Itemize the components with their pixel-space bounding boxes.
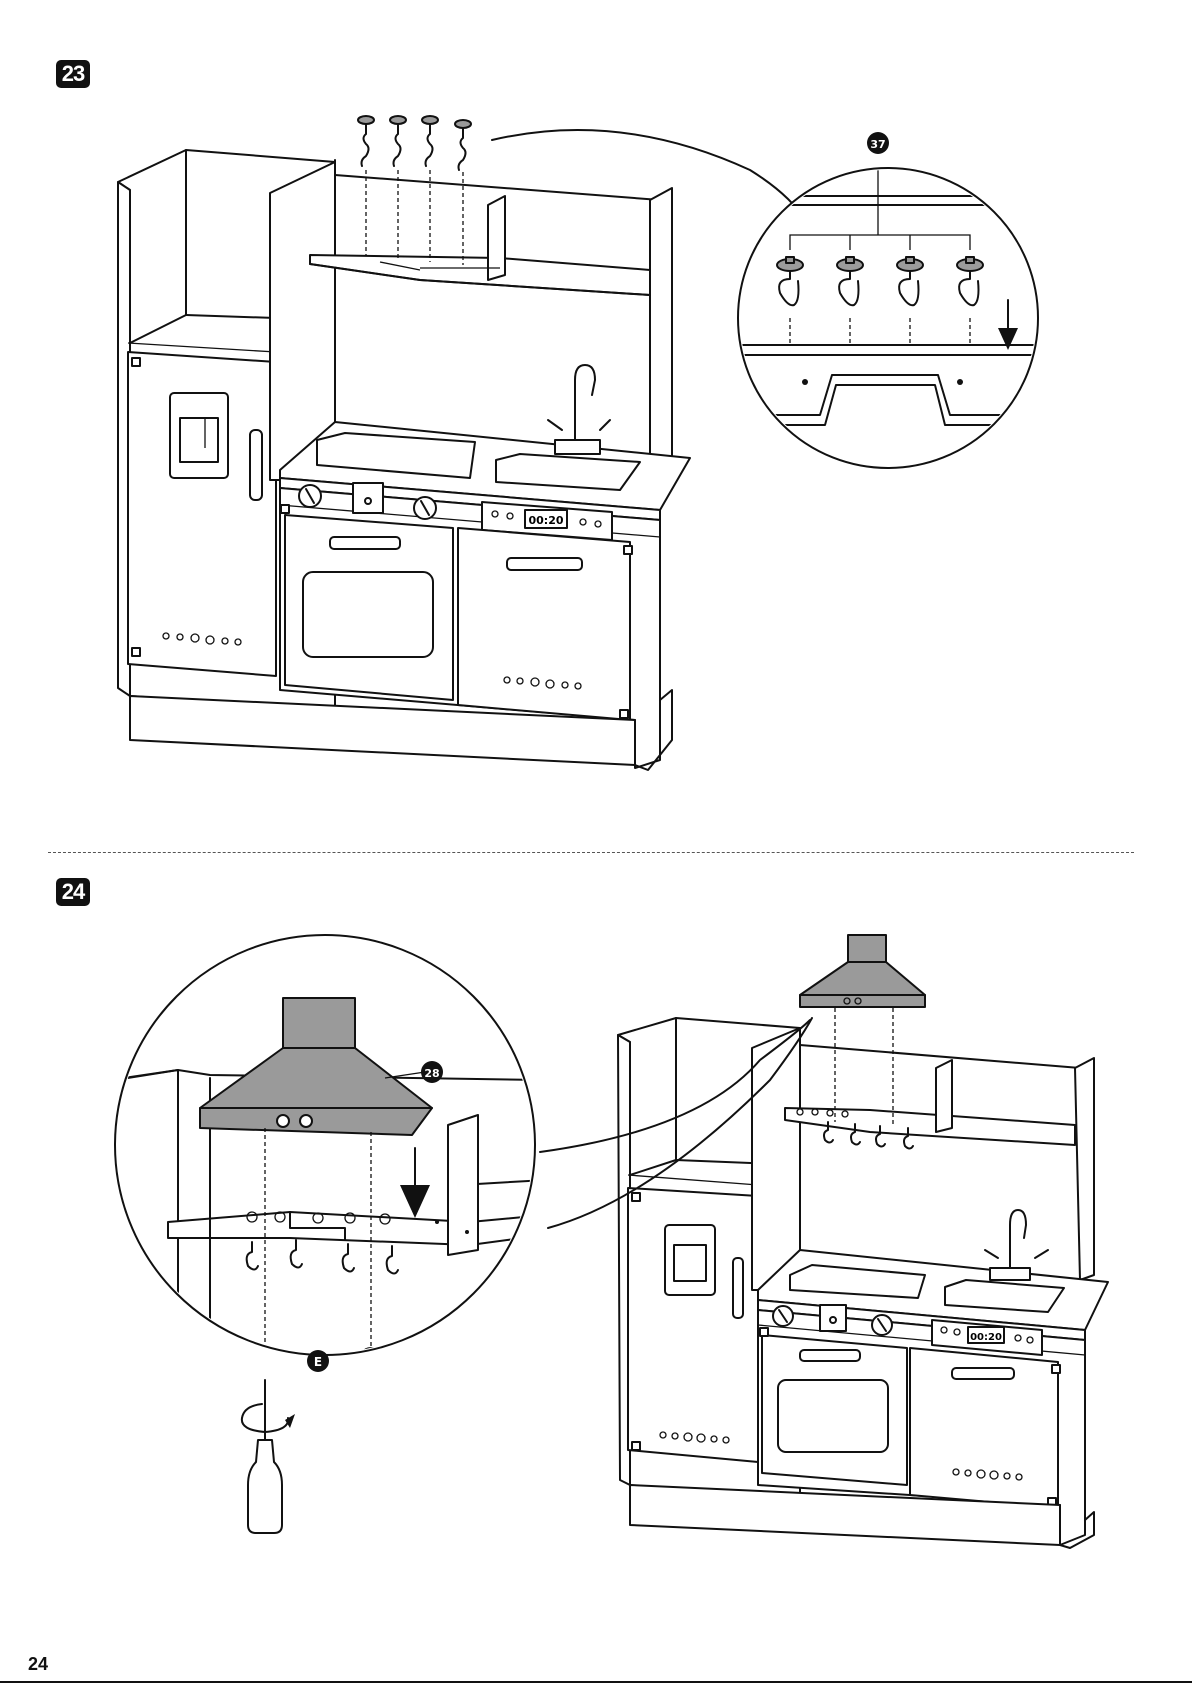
page-number: 24 xyxy=(28,1654,48,1675)
bottom-rule xyxy=(0,1681,1192,1683)
step-24-kitchen: 00:20 xyxy=(618,1018,1108,1548)
part-28-label: 28 xyxy=(424,1067,439,1080)
step-23-detail-callout: 37 xyxy=(735,132,1040,468)
screwdriver-icon xyxy=(242,1380,295,1533)
step-23-kitchen: 00:20 xyxy=(118,150,690,770)
step-23-timer-display: 00:20 xyxy=(528,514,563,527)
part-37-label: 37 xyxy=(870,138,885,151)
step-24-detail-callout: 28 E xyxy=(110,935,545,1400)
step-24-timer-display: 00:20 xyxy=(970,1332,1002,1343)
screw-E-label: E xyxy=(314,1355,322,1369)
